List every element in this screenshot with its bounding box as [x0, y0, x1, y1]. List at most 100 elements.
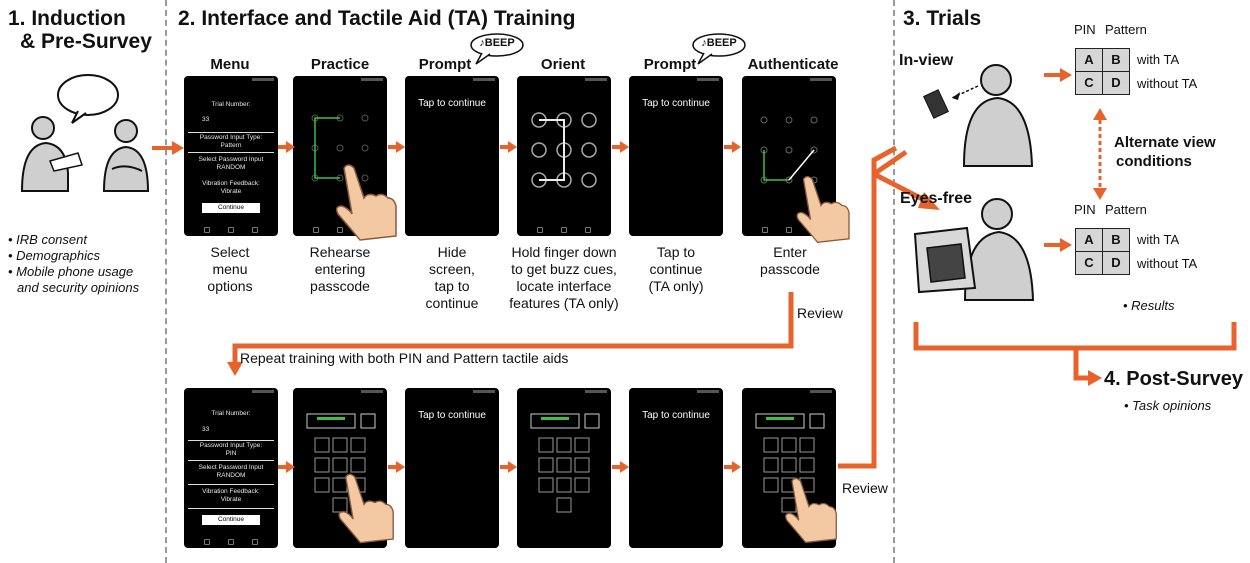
caption-line: tap to: [434, 278, 470, 294]
with-ta-top: with TA: [1137, 52, 1180, 67]
without-ta-top: without TA: [1137, 76, 1198, 91]
caption-line: options: [207, 278, 253, 294]
cell-a-bottom: A: [1075, 228, 1103, 252]
nav-bar: [517, 225, 611, 236]
pin-keypad-orient: [530, 413, 600, 513]
tap-to-continue-text[interactable]: Tap to continue: [418, 98, 486, 109]
divider: [188, 132, 274, 133]
step-title-menu: Menu: [210, 56, 250, 73]
status-bar: [585, 390, 607, 393]
vibration-label: Vibration Feedback:: [202, 180, 260, 187]
caption-line: (TA only): [648, 278, 704, 294]
phone-menu-bottom: Trial Number: 33 Password Input Type: PI…: [184, 388, 278, 548]
caption-practice: Rehearse entering passcode: [295, 244, 385, 295]
phone-menu-top: Trial Number: 33 Password Input Type: Pa…: [184, 76, 278, 236]
status-bar: [473, 78, 495, 81]
beep-label-1: ♪BEEP: [479, 37, 515, 49]
pw-input-type-label: Password Input Type:: [199, 134, 263, 141]
phone-prompt-2: Tap to continue: [629, 76, 723, 236]
bullet-demographics: • Demographics: [8, 248, 100, 263]
hand-practice: [335, 164, 397, 241]
divider: [188, 152, 274, 153]
vibration-value: Vibrate: [220, 496, 242, 503]
section-divider-1: [165, 0, 167, 563]
review-loop-arrow: [227, 292, 794, 376]
pw-input-type-label: Password Input Type:: [199, 442, 263, 449]
section-3-title: 3. Trials: [903, 7, 982, 30]
caption-line: screen,: [429, 261, 475, 277]
phone-prompt-bottom-1: Tap to continue: [405, 388, 499, 548]
pattern-grid-practice: [311, 114, 369, 182]
with-ta-bottom: with TA: [1137, 232, 1180, 247]
phone-prompt-1: Tap to continue: [405, 76, 499, 236]
tap-to-continue-text[interactable]: Tap to continue: [418, 410, 486, 421]
hand-pin-practice: [338, 473, 394, 544]
beep-bubble-2: ♪BEEP: [690, 32, 748, 66]
tap-to-continue-text[interactable]: Tap to continue: [642, 98, 710, 109]
cell-d-bottom: D: [1102, 251, 1130, 275]
section-divider-2: [893, 0, 895, 563]
phone-orient: [517, 76, 611, 236]
select-pw-input-value: RANDOM: [216, 164, 246, 171]
alternate-line-1: Alternate view: [1114, 134, 1216, 151]
arrow-b-practice-to-prompt: [388, 461, 405, 473]
vibration-value: Vibrate: [220, 188, 242, 195]
post-survey-bracket-arrow: [913, 322, 1237, 386]
section-1-title-line2: & Pre-Survey: [20, 30, 152, 53]
alternate-line-2: conditions: [1116, 153, 1192, 170]
bullet-irb-consent: • IRB consent: [8, 232, 87, 247]
pw-input-type-value: Pattern: [220, 142, 242, 149]
bullet-mobile-usage: • Mobile phone usage: [8, 264, 134, 279]
cell-c-bottom: C: [1075, 251, 1103, 275]
cell-d-top: D: [1102, 71, 1130, 95]
pattern-header-bottom: Pattern: [1105, 202, 1147, 217]
arrow-b-menu-to-practice: [278, 461, 295, 473]
without-ta-bottom: without TA: [1137, 256, 1198, 271]
continue-button[interactable]: Continue: [202, 203, 260, 213]
step-title-authenticate: Authenticate: [747, 56, 839, 73]
induction-bullets: • IRB consent • Demographics • Mobile ph…: [8, 232, 139, 296]
review-label-bottom: Review: [842, 480, 888, 496]
arrow-menu-to-practice: [278, 141, 295, 153]
pattern-header-top: Pattern: [1105, 22, 1147, 37]
section-2-title: 2. Interface and Tactile Aid (TA) Traini…: [178, 7, 576, 30]
arrow-prompt-to-authenticate: [724, 141, 741, 153]
caption-prompt-1: Hide screen, tap to continue: [410, 244, 494, 312]
trial-number-value: 33: [202, 116, 210, 123]
nav-bar: [184, 537, 278, 548]
caption-authenticate: Enter passcode: [748, 244, 832, 278]
alternate-view-label: Alternate view conditions: [1114, 133, 1216, 171]
caption-line: to get buzz cues,: [511, 261, 617, 277]
inview-label: In-view: [899, 52, 954, 69]
beep-bubble-1-shape: [470, 33, 524, 65]
caption-line: Enter: [773, 244, 807, 260]
eyesfree-label: Eyes-free: [900, 190, 973, 207]
caption-line: passcode: [760, 261, 820, 277]
select-pw-input-value: RANDOM: [216, 472, 246, 479]
tap-to-continue-text[interactable]: Tap to continue: [642, 410, 710, 421]
status-bar: [697, 390, 719, 393]
arrow-orient-to-prompt: [612, 141, 629, 153]
section-1-title: 1. Induction & Pre-Survey: [8, 7, 152, 53]
hand-authenticate: [796, 175, 850, 243]
step-title-practice: Practice: [310, 56, 370, 73]
beep-label-2: ♪BEEP: [701, 37, 737, 49]
status-bar: [252, 78, 274, 81]
inview-person-illustration: [923, 64, 1034, 167]
caption-orient: Hold finger down to get buzz cues, locat…: [498, 244, 630, 312]
pattern-grid-orient: [531, 112, 597, 188]
step-title-orient: Orient: [540, 56, 586, 73]
continue-button[interactable]: Continue: [202, 515, 260, 525]
arrow-eyesfree-to-table: [1044, 238, 1072, 252]
caption-line: Hide: [437, 244, 467, 260]
step-title-prompt-1: Prompt: [418, 56, 472, 73]
caption-line: passcode: [310, 278, 370, 294]
arrow-practice-to-prompt: [388, 141, 405, 153]
phone-pin-orient: [517, 388, 611, 548]
caption-line: Select: [210, 244, 250, 260]
results-bullet: • Results: [1123, 298, 1175, 313]
cell-a-top: A: [1075, 48, 1103, 72]
cell-c-top: C: [1075, 71, 1103, 95]
review-label-top: Review: [797, 305, 843, 321]
hand-pin-authenticate: [785, 477, 837, 544]
